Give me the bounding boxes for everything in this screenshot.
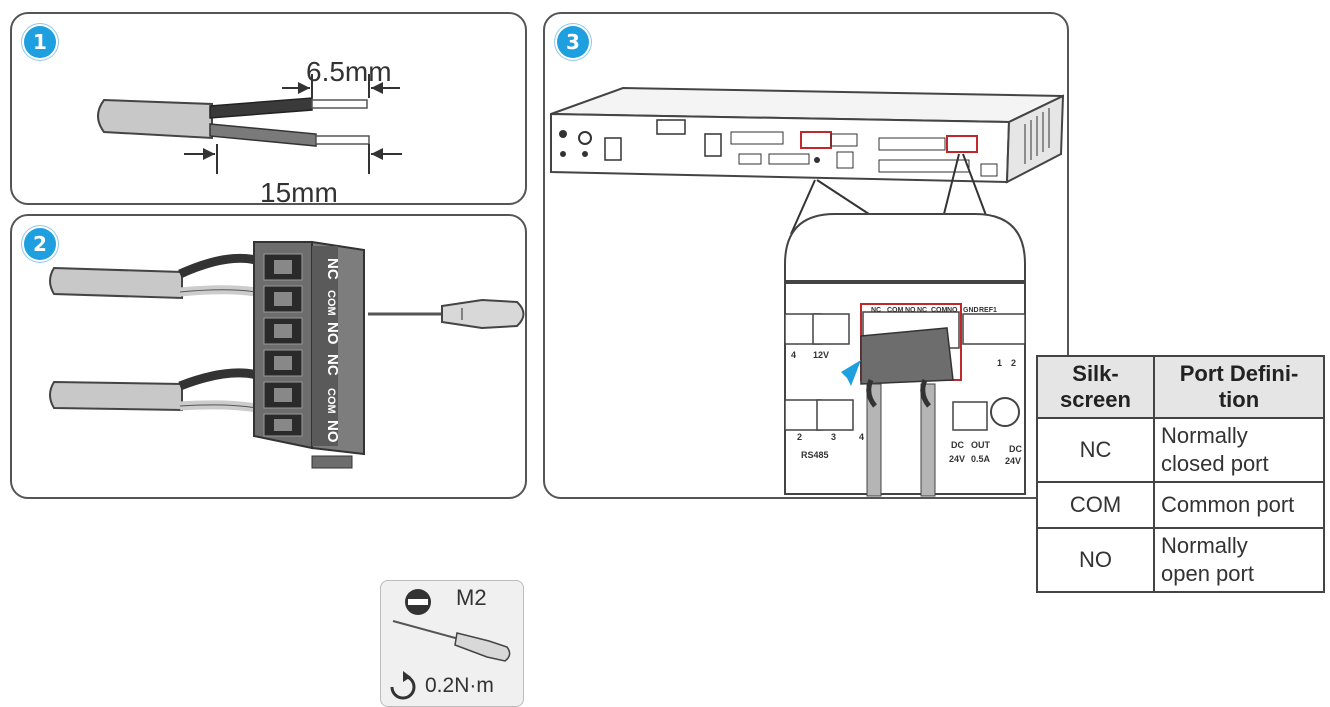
definition-cell: Normally open port [1153, 527, 1325, 593]
zoom-label-4: 4 [859, 432, 864, 442]
definition-line: Normally [1161, 533, 1248, 558]
zoom-label-24v: 24V [949, 454, 965, 464]
strip-length-label: 6.5mm [306, 56, 392, 87]
step-3-badge: 3 [557, 26, 589, 58]
terminal-label-no-1: NO [324, 322, 341, 345]
column-header-port-definition: Port Defini- tion [1153, 355, 1325, 419]
table-row: COM Common port [1036, 481, 1325, 529]
silk-cell: NO [1036, 527, 1155, 593]
zoom-label-dc-out-dc: DC [951, 440, 964, 450]
step-1-panel: 1 6.5mm 15mm [10, 12, 527, 207]
definition-cell: Common port [1153, 481, 1325, 529]
step-2-panel: 2 [10, 214, 527, 707]
cable-strip-illustration: 6.5mm 15mm [97, 56, 402, 207]
zoom-label-dc: DC [1009, 444, 1022, 454]
silk-cell: NC [1036, 417, 1155, 483]
flathead-icon [405, 589, 431, 615]
torque-label: 0.2N·m [425, 674, 494, 697]
zoom-label-com-2: COM [931, 307, 948, 314]
device-illustration: NC COM NO NC COM NO GND REF1 12V DC OUT … [550, 86, 1065, 497]
zoom-label-ref1: REF1 [979, 307, 997, 314]
terminal-block-illustration: NC COM NO NC COM NO [49, 240, 525, 469]
zoom-label-12v: 12V [813, 350, 829, 360]
zoom-label-nc-2: NC [917, 307, 927, 314]
tool-spec-box: M2 0.2N·m [380, 580, 524, 707]
rotate-icon [390, 671, 416, 700]
header-line: tion [1218, 387, 1260, 412]
screwdriver-size-label: M2 [456, 585, 487, 610]
zoom-label-2b: 2 [797, 432, 802, 442]
zoom-label-gnd: GND [963, 307, 979, 314]
step-1-badge: 1 [24, 26, 56, 58]
silkscreen-table: Silk- screen Port Defini- tion NC Normal… [1036, 355, 1325, 593]
silk-cell: COM [1036, 481, 1155, 529]
terminal-label-no-2: NO [324, 420, 341, 443]
small-screwdriver-icon [392, 620, 511, 662]
terminal-label-nc-2: NC [324, 354, 341, 376]
zoom-label-0-5a: 0.5A [971, 454, 991, 464]
definition-line: Common port [1161, 492, 1295, 517]
zoom-label-4b: 4 [791, 350, 796, 360]
zoom-label-no-2: NO [947, 307, 958, 314]
definition-line: open port [1161, 561, 1254, 586]
zoom-label-com-1: COM [887, 307, 904, 314]
definition-line: Normally [1161, 423, 1248, 448]
table-header-row: Silk- screen Port Defini- tion [1036, 355, 1325, 419]
header-line: Port Defini- [1179, 361, 1299, 386]
zoom-label-1: 1 [997, 358, 1002, 368]
zoom-label-3: 3 [831, 432, 836, 442]
column-header-silkscreen: Silk- screen [1036, 355, 1155, 419]
table-row: NC Normally closed port [1036, 417, 1325, 483]
step-3-panel: 3 [543, 12, 1069, 499]
zoom-label-rs485: RS485 [801, 450, 829, 460]
zoom-label-no-1: NO [905, 307, 916, 314]
definition-cell: Normally closed port [1153, 417, 1325, 483]
terminal-label-com-2: COM [325, 388, 337, 414]
terminal-label-nc-1: NC [324, 258, 341, 280]
table-row: NO Normally open port [1036, 527, 1325, 593]
step-2-badge: 2 [24, 228, 56, 260]
cable-length-label: 15mm [260, 177, 338, 207]
zoom-label-24v-2: 24V [1005, 456, 1021, 466]
header-line: screen [1060, 387, 1131, 412]
header-line: Silk- [1072, 361, 1119, 386]
zoom-label-out: OUT [971, 440, 991, 450]
definition-line: closed port [1161, 451, 1269, 476]
zoom-label-2: 2 [1011, 358, 1016, 368]
zoom-label-nc-1: NC [871, 307, 881, 314]
terminal-label-com-1: COM [325, 290, 337, 316]
